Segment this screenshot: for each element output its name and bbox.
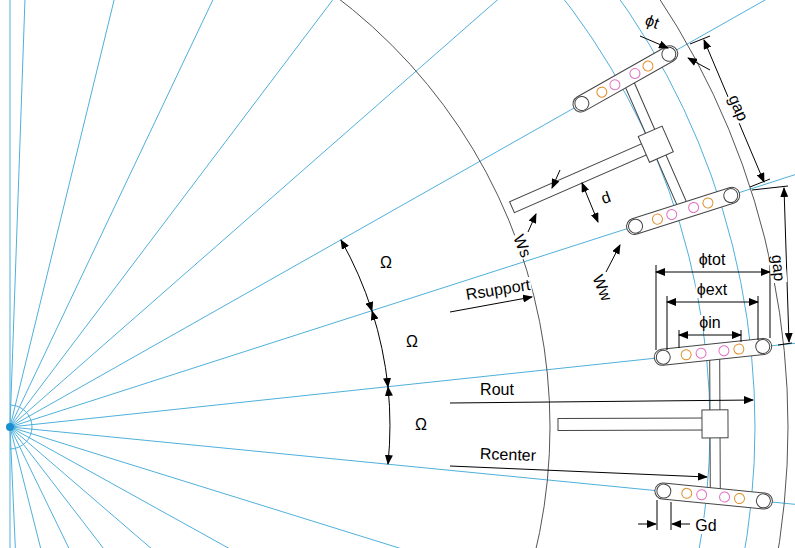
angle-label: Ω [405, 334, 419, 350]
dimension-label: Gd [694, 518, 717, 534]
hub [6, 405, 32, 449]
dimension-label: Ws [510, 231, 534, 260]
radial-lines [10, 0, 795, 548]
angle-label: Ω [379, 255, 393, 271]
dimension-label: gap [725, 92, 751, 125]
radius-label: Rcenter [479, 446, 538, 464]
dimension-label: d [598, 189, 614, 208]
bearing-pods [570, 43, 773, 510]
diameter-label: ϕtot [698, 252, 727, 268]
dimension-lines [341, 36, 792, 530]
diameter-label: ϕin [698, 315, 721, 331]
radius-label: Rout [479, 382, 515, 398]
angle-label: Ω [414, 417, 428, 433]
dimension-label: gap [769, 253, 787, 283]
dimension-label: Ww [589, 272, 615, 305]
diameter-label: ϕext [696, 282, 728, 298]
diameter-label: ϕt [642, 12, 662, 32]
